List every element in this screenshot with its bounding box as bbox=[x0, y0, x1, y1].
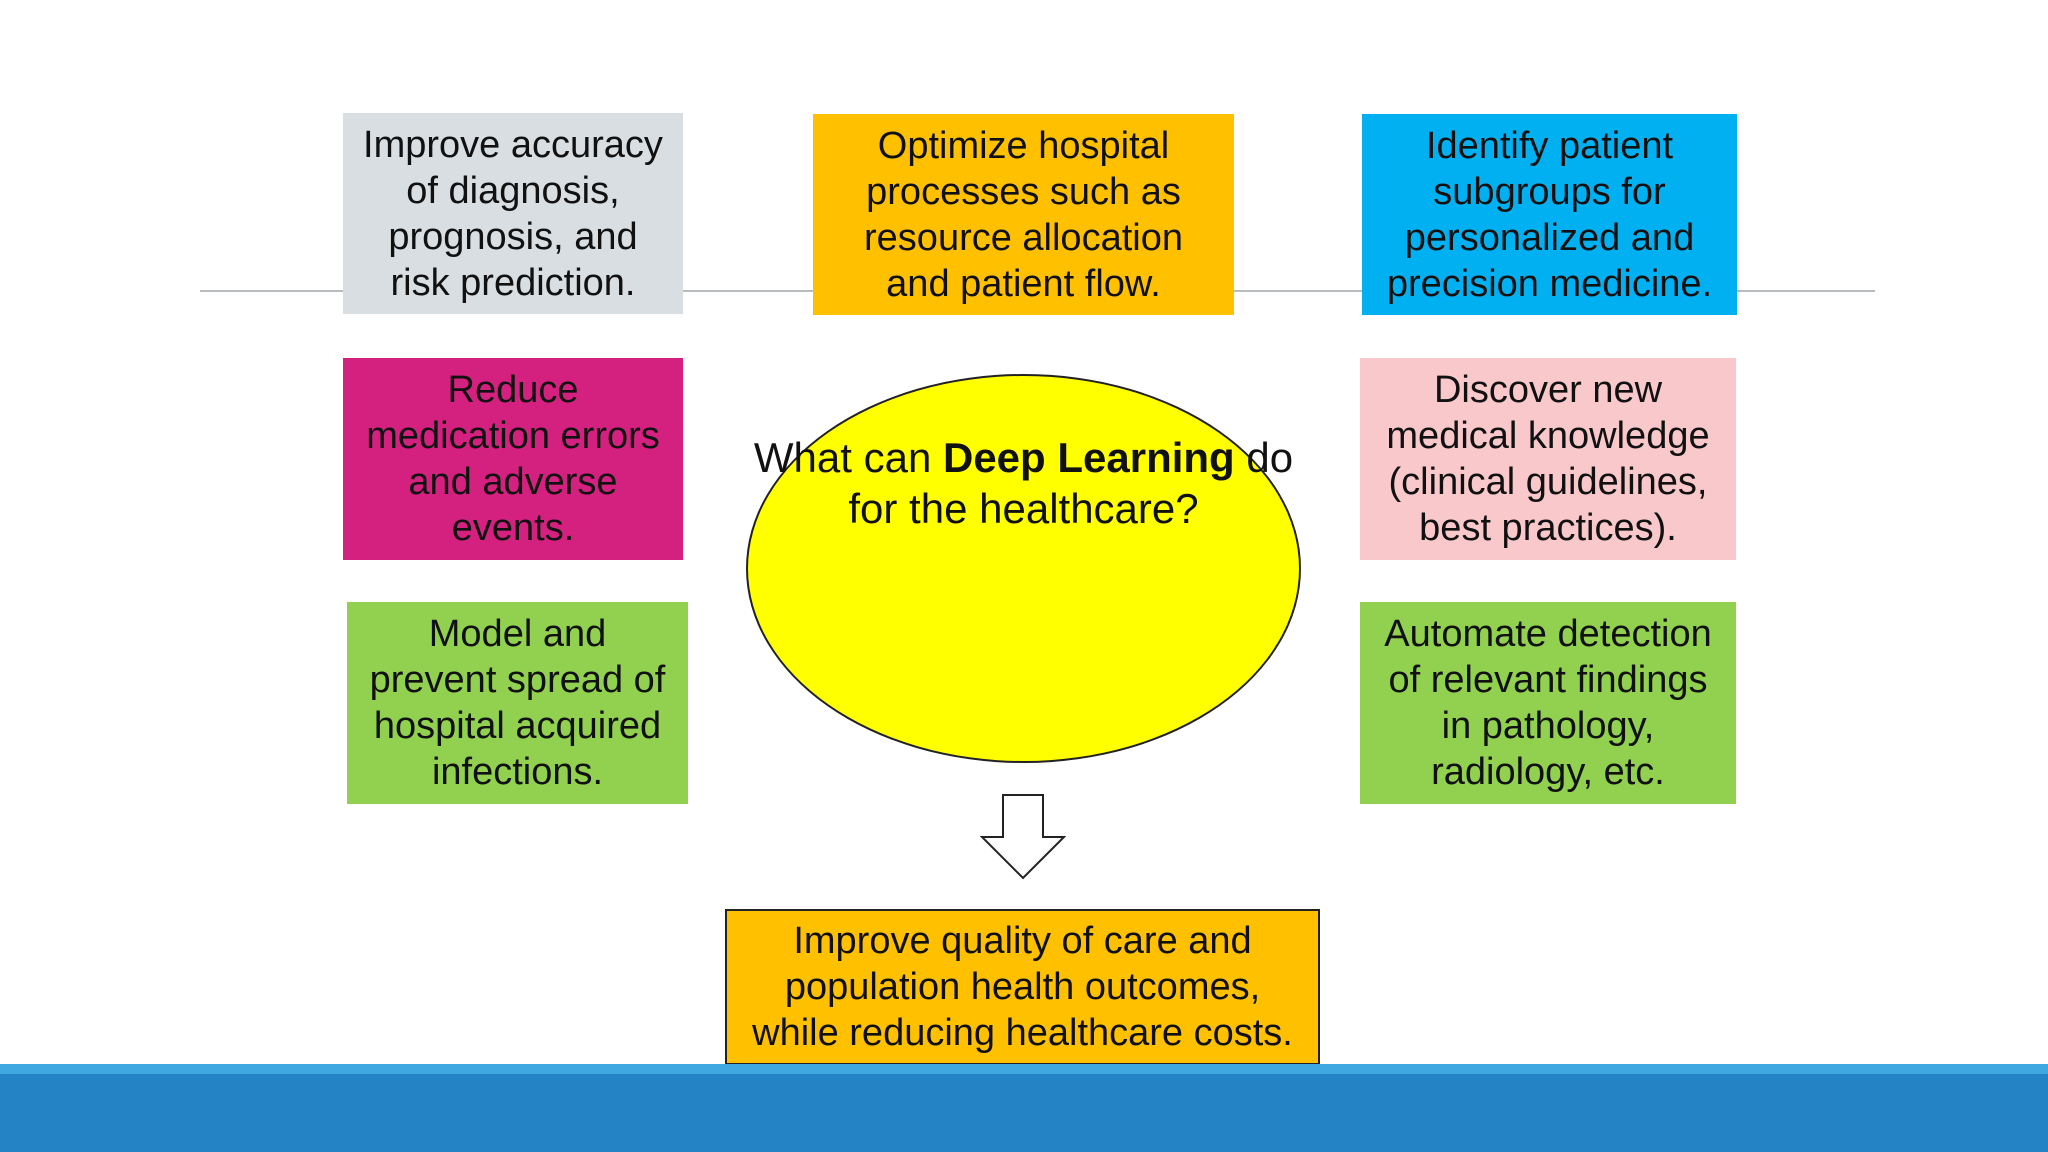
box-reduce-errors: Reduce medication errors and adverse eve… bbox=[343, 358, 683, 560]
center-question-bold: Deep Learning bbox=[942, 434, 1235, 481]
center-ellipse bbox=[746, 374, 1301, 763]
box-identify-subgroups: Identify patient subgroups for personali… bbox=[1362, 114, 1737, 315]
box-outcome-text: Improve quality of care and population h… bbox=[752, 920, 1293, 1054]
box-model-infections: Model and prevent spread of hospital acq… bbox=[347, 602, 688, 804]
box-optimize-processes-text: Optimize hospital processes such as reso… bbox=[864, 124, 1183, 305]
footer-accent-strip bbox=[0, 1064, 2048, 1074]
box-optimize-processes: Optimize hospital processes such as reso… bbox=[813, 114, 1234, 315]
box-reduce-errors-text: Reduce medication errors and adverse eve… bbox=[366, 369, 660, 549]
box-discover-knowledge: Discover new medical knowledge (clinical… bbox=[1360, 358, 1736, 560]
box-automate-detection: Automate detection of relevant findings … bbox=[1360, 602, 1736, 804]
center-question: What can Deep Learning do for the health… bbox=[746, 432, 1301, 534]
center-question-prefix: What can bbox=[753, 434, 943, 481]
box-identify-subgroups-text: Identify patient subgroups for personali… bbox=[1386, 124, 1713, 305]
footer-bar bbox=[0, 1074, 2048, 1152]
box-improve-accuracy-text: Improve accuracy of diagnosis, prognosis… bbox=[363, 123, 663, 304]
box-automate-detection-text: Automate detection of relevant findings … bbox=[1384, 613, 1712, 793]
center-question-suffix: do for the healthcare? bbox=[848, 434, 1294, 532]
down-arrow-icon bbox=[980, 794, 1066, 880]
box-outcome: Improve quality of care and population h… bbox=[725, 909, 1320, 1065]
box-improve-accuracy: Improve accuracy of diagnosis, prognosis… bbox=[343, 113, 683, 314]
box-discover-knowledge-text: Discover new medical knowledge (clinical… bbox=[1386, 369, 1710, 549]
box-model-infections-text: Model and prevent spread of hospital acq… bbox=[369, 613, 666, 793]
